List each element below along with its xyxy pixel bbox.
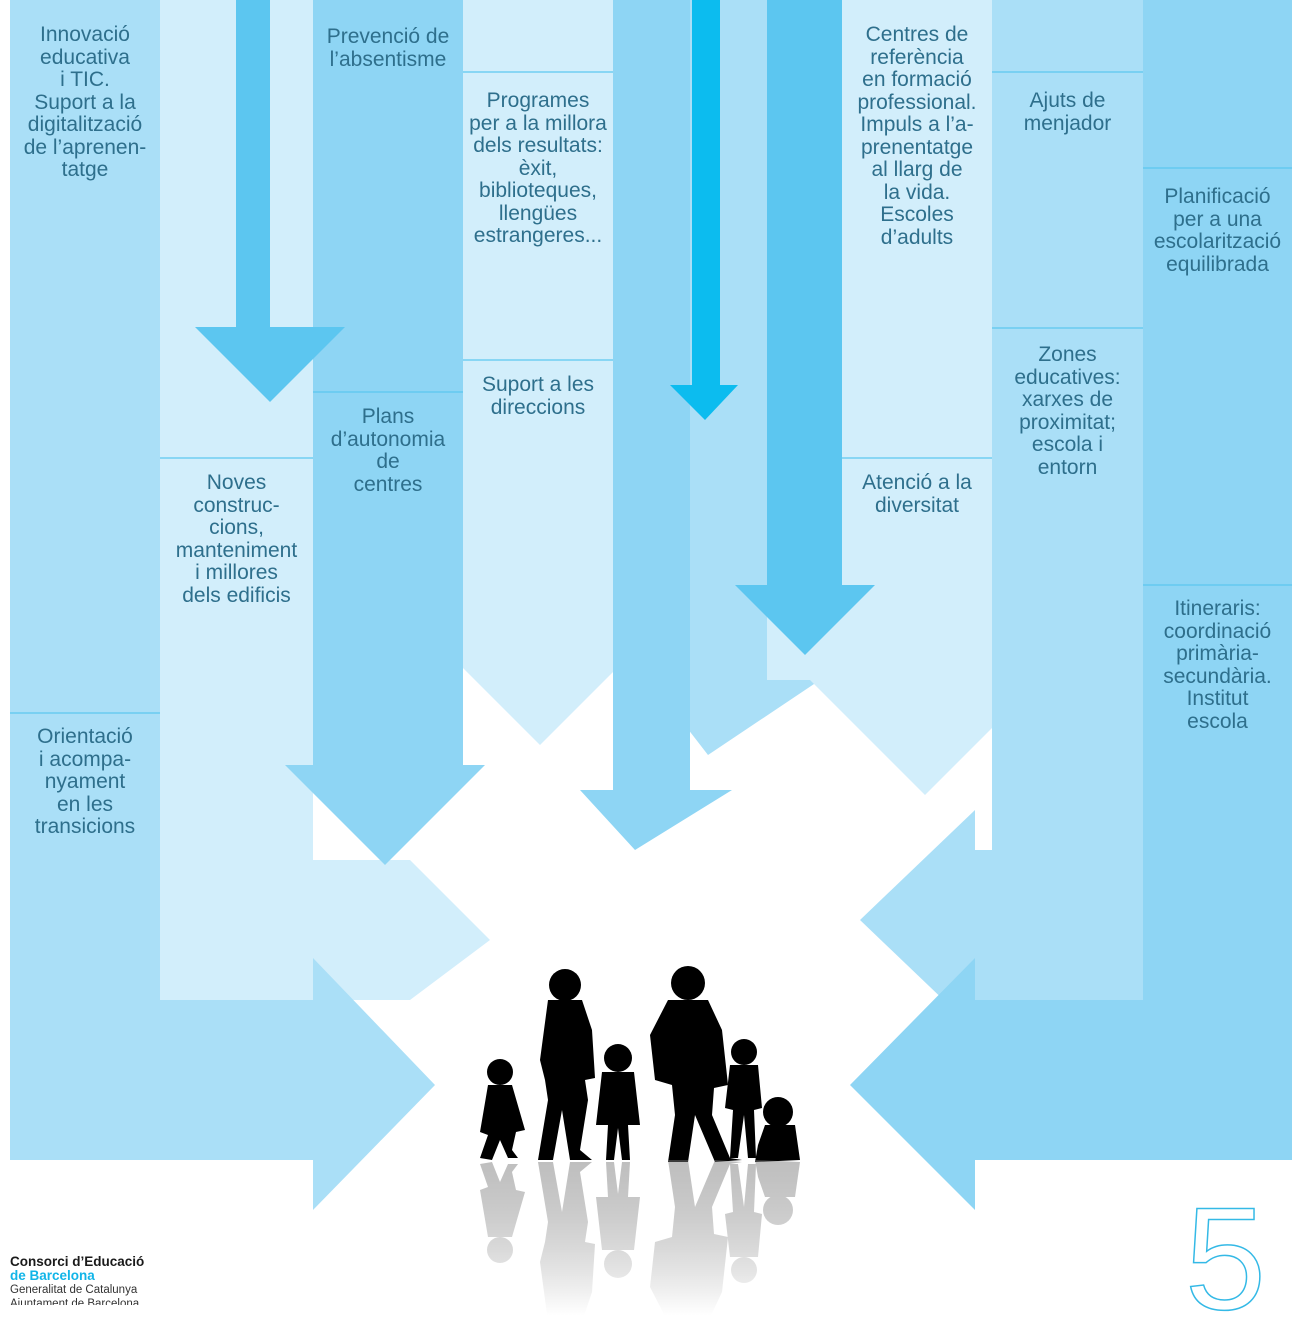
family-reflection: [480, 1160, 800, 1315]
label-planificacio: Planificació per a una escolarització eq…: [1153, 185, 1282, 276]
page-number: 5: [1184, 1177, 1267, 1340]
family-silhouette: [480, 966, 800, 1162]
arrow-col5-dark: [580, 0, 732, 850]
label-suport-direccions: Suport a les direccions: [481, 373, 595, 419]
logo-line-4: Ajuntament de Barcelona: [10, 1298, 140, 1305]
consorci-logo: Consorci d’Educació de Barcelona General…: [10, 1254, 145, 1306]
label-plans-autonomia: Plans d’autonomia de centres: [330, 405, 446, 496]
label-zones-educatives: Zones educatives: xarxes de proximitat; …: [1014, 343, 1121, 479]
arrow-vivid-left: [195, 0, 345, 402]
label-noves-construccions: Noves construc- cions, manteniment i mil…: [175, 471, 298, 607]
arrow-col9-right: [850, 0, 1292, 1210]
label-ajuts-menjador: Ajuts de menjador: [1023, 89, 1112, 135]
logo-line-3: Generalitat de Catalunya: [10, 1284, 138, 1296]
label-atencio-diversitat: Atenció a la diversitat: [862, 471, 972, 517]
label-orientacio: Orientació i acompa- nyament en les tran…: [34, 725, 136, 838]
label-prevencio: Prevenció de l’absentisme: [326, 25, 450, 71]
label-itineraris: Itineraris: coordinació primària- secund…: [1163, 597, 1272, 733]
label-innovacio: Innovació educativa i TIC. Suport a la d…: [23, 23, 147, 181]
logo-line-2: de Barcelona: [10, 1268, 95, 1283]
separator-lines: [10, 71, 1292, 714]
label-programes: Programes per a la millora dels resultat…: [469, 89, 607, 247]
arrow-vivid-cyan: [670, 0, 738, 420]
arrow-col4-light: [430, 0, 650, 745]
arrow-col2-dark: [285, 0, 485, 865]
arrow-col1-left: [10, 0, 435, 1210]
arrow-vivid-right: [735, 0, 875, 655]
logo-line-1: Consorci d’Educació: [10, 1254, 145, 1269]
label-centres-referencia: Centres de referència en formació profes…: [857, 23, 977, 249]
arrow-col8-mid: [860, 0, 1143, 1030]
